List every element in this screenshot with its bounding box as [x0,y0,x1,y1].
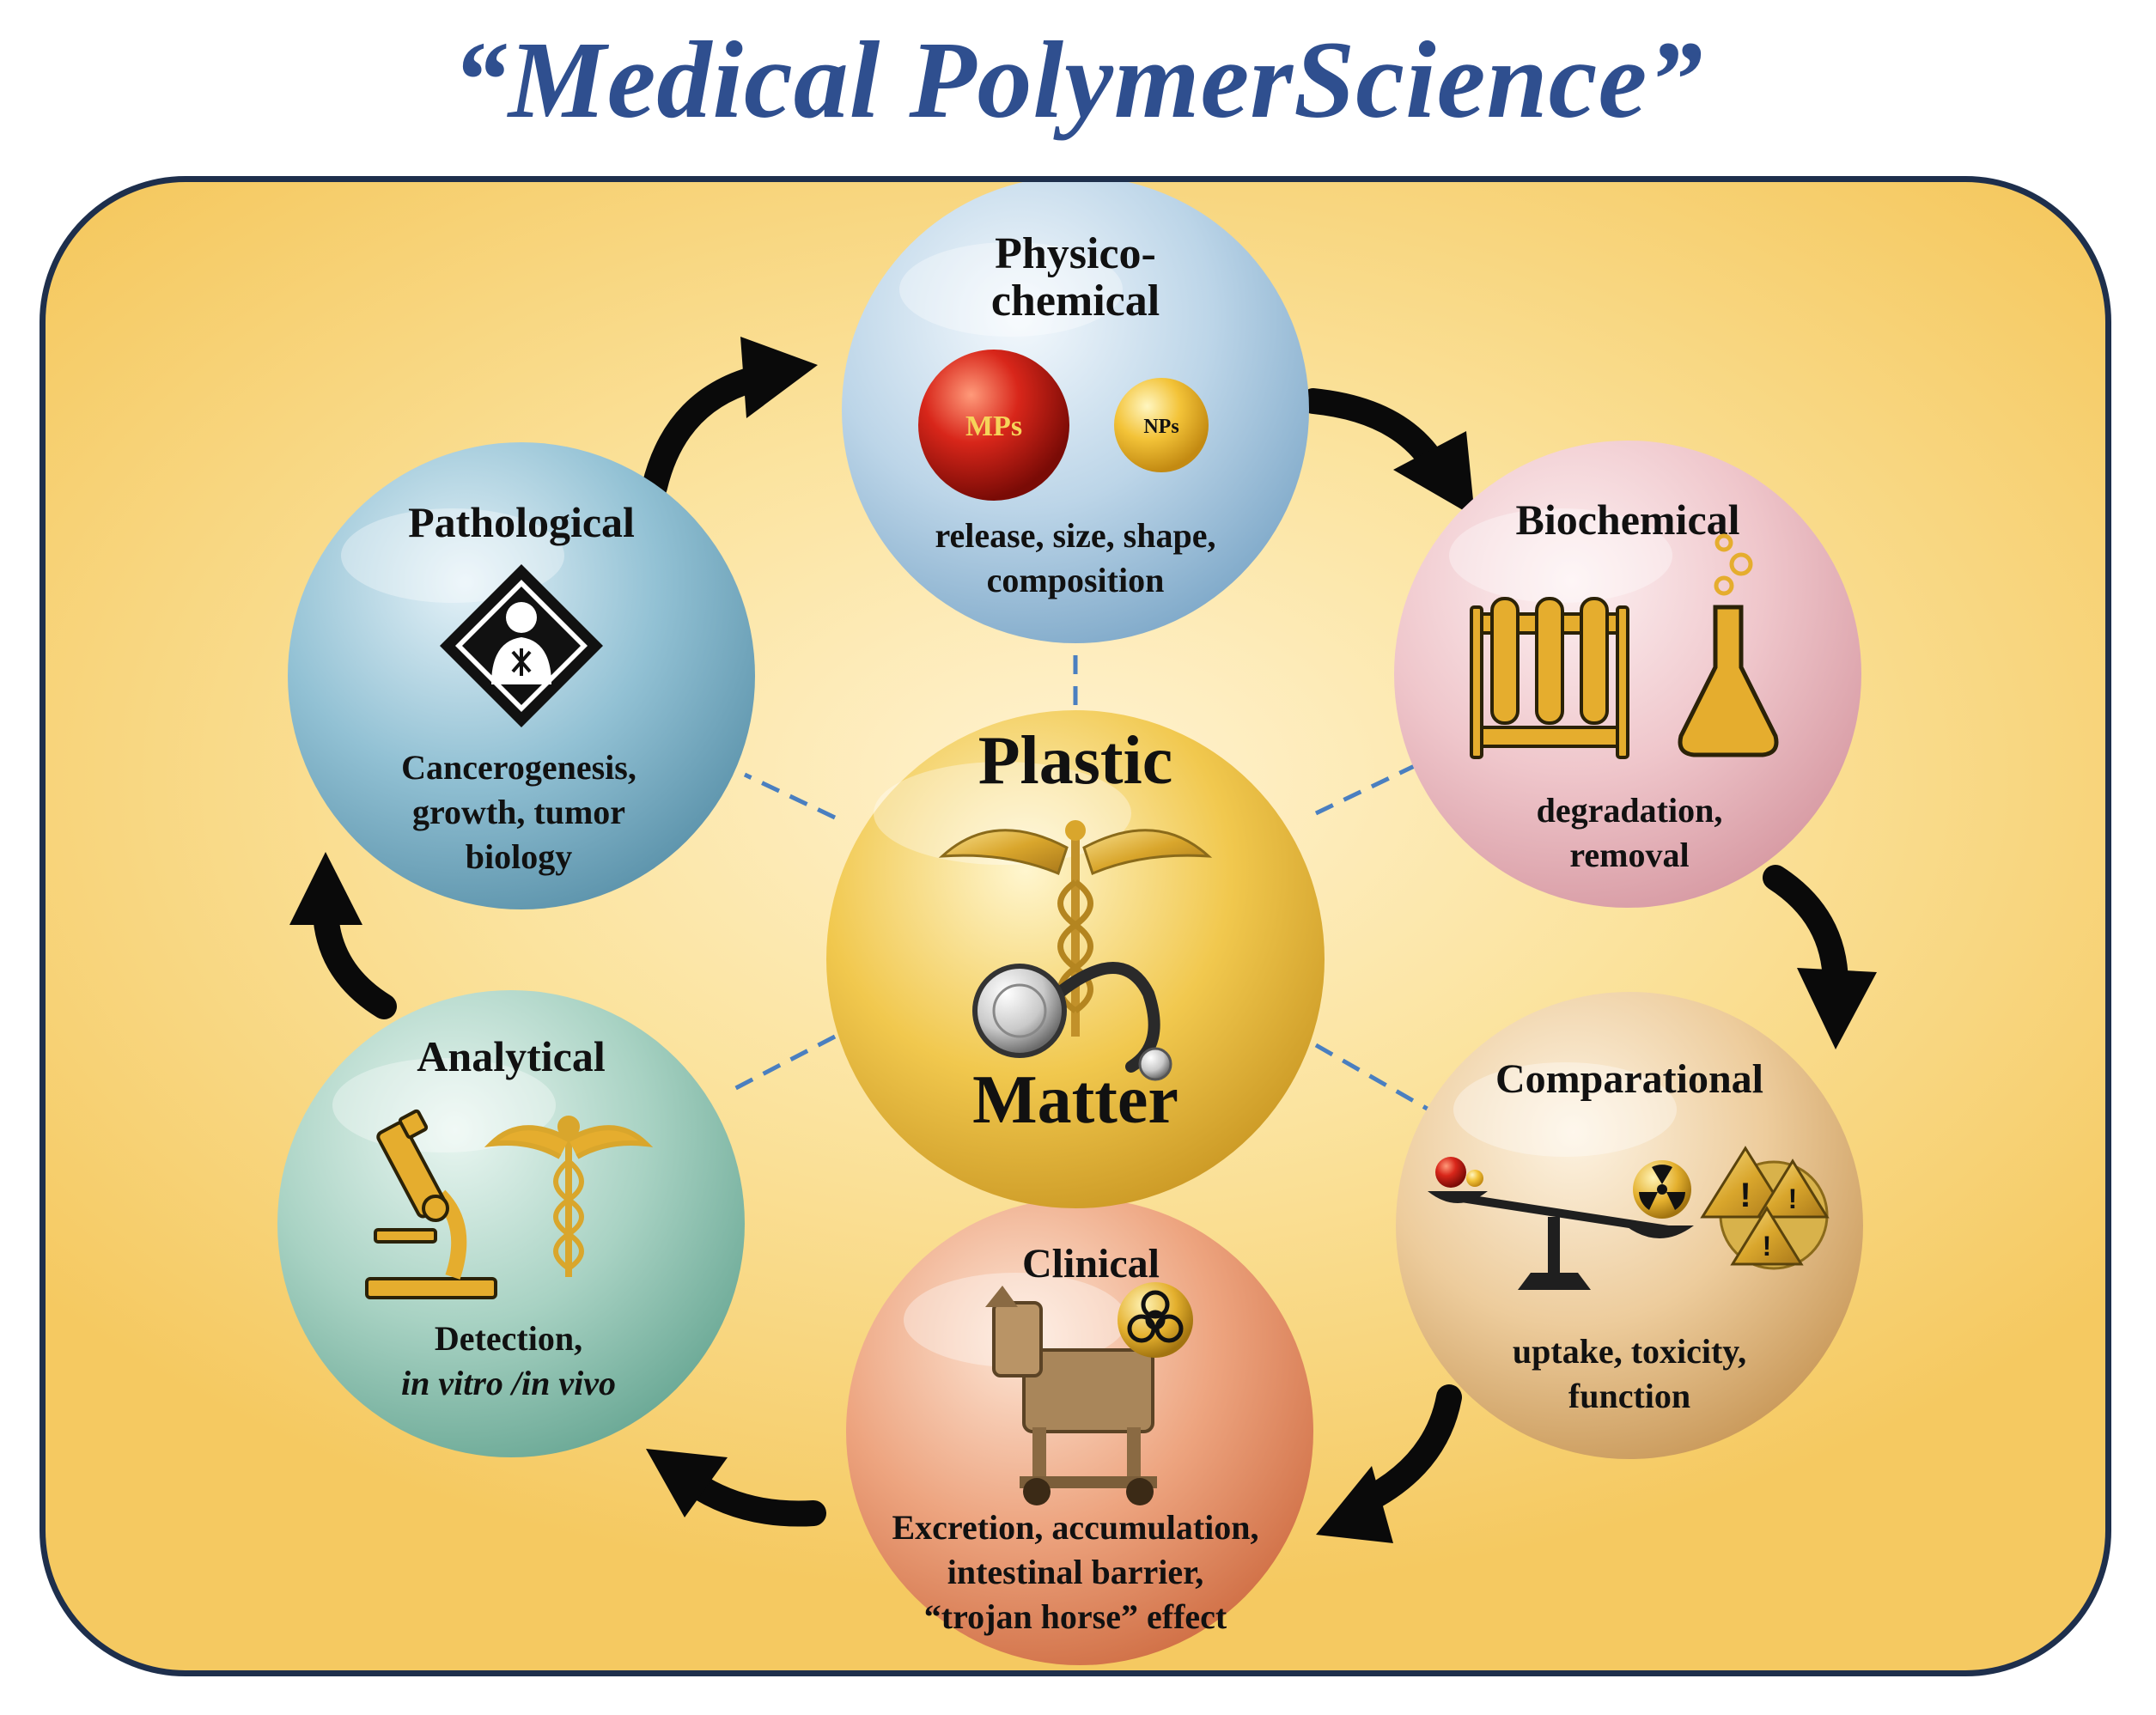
health-hazard-icon [440,564,603,727]
node-physicochemical-title: Physico- [995,229,1156,278]
node-pathological-description: Cancerogenesis, [401,748,636,787]
node-clinical: Clinical Excretion, accumulation, intest… [846,1198,1313,1665]
node-biochemical-title: Biochemical [1515,496,1739,544]
sphere-highlight [1453,1062,1677,1157]
center-label-top: Plastic [978,723,1173,799]
cycle-arrows [313,364,1848,1527]
node-physicochemical-description: release, size, shape, [935,516,1216,555]
arrowhead [1797,968,1877,1049]
node-biochemical-description: removal [1569,836,1689,874]
node-physicochemical: Physico- chemical MPs NPs release, size,… [842,182,1309,643]
connector-pathological [743,772,837,820]
node-clinical-title: Clinical [1022,1241,1160,1286]
node-clinical-description: intestinal barrier, [947,1553,1204,1591]
node-comparational-title: Comparational [1495,1056,1763,1102]
center-node: Plastic Matter [826,710,1325,1208]
radiation-icon [1633,1160,1691,1219]
trojan-horse-icon [985,1286,1157,1505]
arrow-analytical-to-pathological [313,899,397,1019]
arrowhead [289,852,362,925]
node-pathological-description: growth, tumor [412,793,625,831]
arrowhead [1393,431,1475,517]
center-label-bottom: Matter [972,1062,1178,1138]
sphere-highlight [1449,508,1672,603]
svg-text:!: ! [1788,1183,1798,1214]
node-biochemical-description: degradation, [1537,791,1723,830]
node-analytical-description: in vitro /in vivo [401,1364,616,1402]
node-pathological-title: Pathological [408,498,635,546]
sphere-highlight [874,762,1131,865]
test-tube-rack-icon [1470,597,1629,759]
caduceus-icon [484,1116,654,1277]
nanoparticle-label: NPs [1143,416,1178,438]
arrowhead [740,337,818,418]
connector-biochemical [1314,759,1425,816]
node-physicochemical-description: composition [987,561,1165,599]
flask-icon [1678,533,1779,757]
arrowhead [646,1449,728,1517]
svg-text:!: ! [1739,1177,1751,1214]
node-physicochemical-title: chemical [991,277,1160,325]
nanoparticle-sphere-icon [1114,378,1209,472]
node-analytical-title: Analytical [417,1032,606,1080]
diagram-canvas: Physico- chemical MPs NPs release, size,… [277,182,1877,1665]
connector-comparational [1314,1043,1438,1116]
node-comparational: Comparational ! ! ! uptake, toxicity [1396,992,1863,1459]
biohazard-icon [1118,1282,1193,1358]
page-title: “Medical PolymerScience” [452,19,1704,141]
node-comparational-description: uptake, toxicity, [1513,1332,1746,1371]
microscope-icon [365,1109,497,1299]
node-analytical-description: Detection, [435,1319,582,1358]
node-comparational-description: function [1568,1377,1690,1415]
node-analytical: Analytical Detection, in vitro /in vivo [277,990,745,1457]
arrow-comparational-to-clinical [1350,1384,1462,1515]
arrowhead [1316,1466,1393,1543]
node-pathological: Pathological Cancerogenesis, growth, tum… [288,442,755,909]
caduceus-stethoscope-icon [938,820,1213,1081]
svg-text:!: ! [1763,1231,1772,1262]
diagram-panel: Physico- chemical MPs NPs release, size,… [40,176,2111,1676]
node-analytical-sphere [277,990,745,1457]
balance-scale-icon [1428,1157,1694,1290]
node-physicochemical-sphere [842,182,1309,643]
sphere-highlight [899,242,1123,337]
warning-triangle-icon: ! ! ! [1700,1146,1830,1270]
arrow-biochemical-to-comparational [1763,865,1848,998]
node-pathological-description: biology [466,837,572,876]
arrow-physicochemical-to-biochemical [1300,388,1445,474]
microparticle-sphere-icon [918,350,1069,501]
connector-analytical [726,1034,837,1095]
node-biochemical: Biochemical degradation, removal [1394,441,1861,908]
microparticle-label: MPs [965,411,1022,442]
node-clinical-description: Excretion, accumulation, [892,1508,1258,1547]
arrow-pathological-to-physicochemical [642,364,775,500]
arrow-clinical-to-analytical [680,1470,826,1527]
cycle-arrowheads [289,337,1877,1543]
node-clinical-description: “trojan horse” effect [924,1597,1227,1636]
